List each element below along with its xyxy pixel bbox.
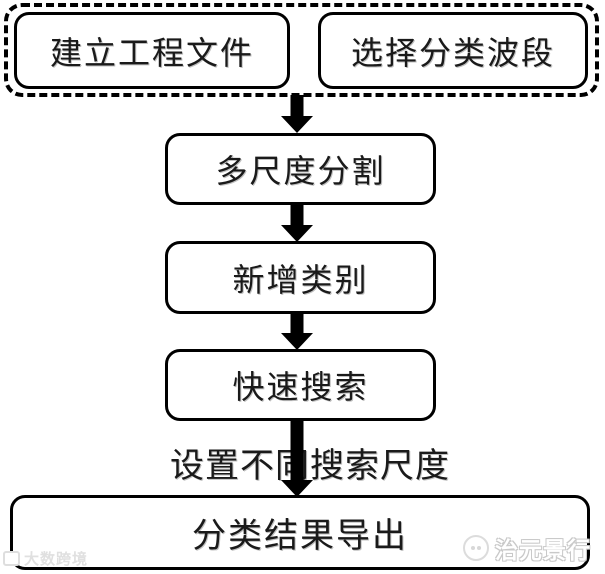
down-arrow-icon (281, 204, 313, 242)
watermark-zhiyuan-jingxing: 治元景行 (463, 531, 591, 565)
watermark-logo-icon (3, 551, 20, 566)
arrow-head (281, 333, 313, 350)
down-arrow-icon (281, 313, 313, 350)
arrow-stem (290, 313, 304, 333)
arrow-stem (290, 420, 304, 480)
flow-node-select-classification-bands: 选择分类波段 (318, 12, 588, 89)
flow-node-label: 建立工程文件 (49, 34, 254, 71)
watermark-dashu-kuajing: 大数跨境 (3, 548, 88, 569)
flow-node-label: 新增类别 (232, 261, 369, 298)
arrow-head (281, 480, 313, 497)
flow-node-add-new-class: 新增类别 (165, 241, 436, 314)
arrow-head (281, 116, 313, 133)
flow-node-multiscale-segmentation: 多尺度分割 (165, 133, 436, 205)
flow-node-label: 分类结果导出 (192, 518, 408, 555)
flow-node-create-project-file: 建立工程文件 (14, 12, 290, 89)
flow-node-export-classification-result: 分类结果导出 (10, 495, 590, 570)
arrow-annotation: 设置不同搜索尺度 (170, 448, 450, 485)
flow-node-label: 多尺度分割 (215, 153, 386, 189)
watermark-text: 大数跨境 (24, 552, 89, 568)
arrow-head (281, 225, 313, 242)
watermark-text: 治元景行 (495, 538, 591, 563)
watermark-logo-icon (463, 535, 489, 561)
arrow-stem (290, 204, 304, 225)
flow-node-quick-search: 快速搜索 (165, 349, 436, 421)
flow-node-label: 选择分类波段 (350, 34, 555, 71)
down-arrow-icon (281, 95, 313, 133)
down-arrow-icon (281, 420, 313, 497)
arrow-stem (290, 95, 304, 116)
flow-node-label: 快速搜索 (232, 369, 369, 405)
